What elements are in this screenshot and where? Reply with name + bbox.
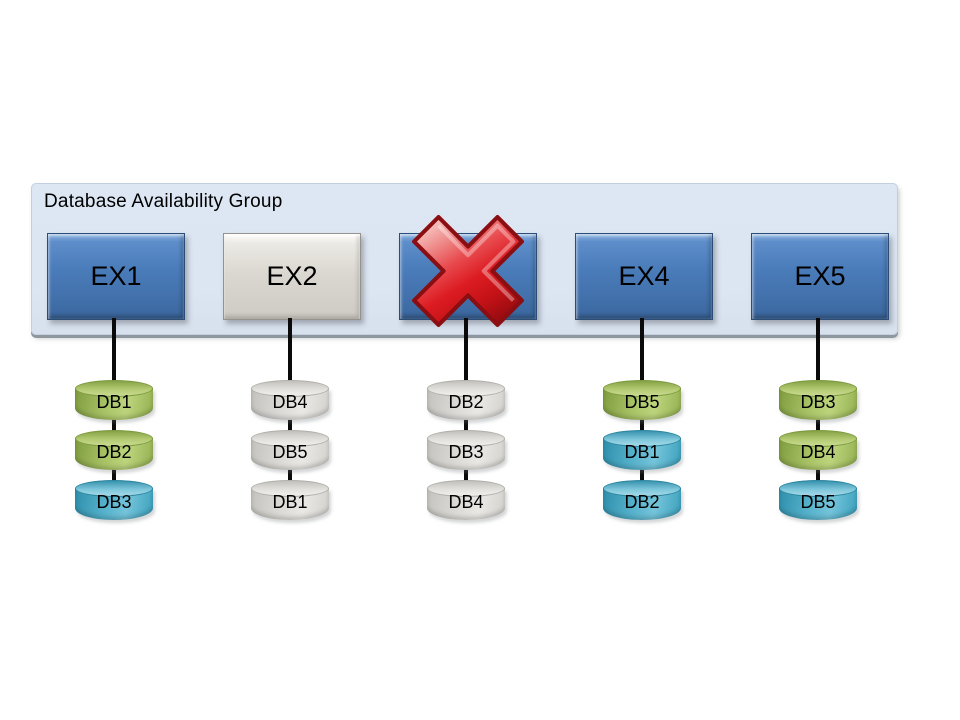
database-cylinder: DB3 [779, 380, 857, 420]
red-x-icon [412, 215, 524, 327]
database-label: DB2 [96, 442, 132, 462]
server-label: EX4 [618, 261, 670, 291]
cylinder-top-ellipse [251, 380, 329, 397]
cylinder-top-ellipse [75, 430, 153, 447]
database-label: DB4 [272, 392, 308, 412]
database-label: DB3 [96, 492, 132, 512]
database-cylinder: DB3 [427, 430, 505, 470]
server-column-3: DB2 DB3 DB4 [427, 318, 505, 523]
database-cylinder: DB4 [427, 480, 505, 520]
dag-container: Database Availability Group EX1 EX2 EX4 … [31, 183, 898, 335]
server-column-4: DB5 DB1 DB2 [603, 318, 681, 523]
cylinder-top-ellipse [427, 380, 505, 397]
database-cylinder: DB1 [75, 380, 153, 420]
database-label: DB2 [624, 492, 660, 512]
database-label: DB5 [272, 442, 308, 462]
database-cylinder: DB5 [779, 480, 857, 520]
database-label: DB4 [800, 442, 836, 462]
dag-title: Database Availability Group [44, 191, 283, 212]
server-label: EX1 [90, 261, 142, 291]
cylinder-top-ellipse [779, 480, 857, 497]
cylinder-top-ellipse [603, 430, 681, 447]
cylinder-top-ellipse [427, 480, 505, 497]
database-cylinder: DB2 [427, 380, 505, 420]
cylinder-top-ellipse [75, 380, 153, 397]
database-label: DB1 [272, 492, 308, 512]
database-cylinder: DB2 [603, 480, 681, 520]
server-label: EX2 [266, 261, 318, 291]
server-column-2: DB4 DB5 DB1 [251, 318, 329, 523]
database-cylinder: DB5 [603, 380, 681, 420]
cylinder-top-ellipse [603, 480, 681, 497]
cylinder-top-ellipse [779, 430, 857, 447]
cylinder-top-ellipse [251, 480, 329, 497]
database-cylinder: DB2 [75, 430, 153, 470]
database-label: DB5 [800, 492, 836, 512]
database-cylinder: DB1 [251, 480, 329, 520]
database-label: DB2 [448, 392, 484, 412]
server-box-ex4: EX4 [575, 233, 713, 320]
database-label: DB1 [96, 392, 132, 412]
database-cylinder: DB4 [251, 380, 329, 420]
server-column-5: DB3 DB4 DB5 [779, 318, 857, 523]
cylinder-top-ellipse [251, 430, 329, 447]
database-label: DB4 [448, 492, 484, 512]
server-box-ex2: EX2 [223, 233, 361, 320]
cylinder-top-ellipse [779, 380, 857, 397]
server-box-ex1: EX1 [47, 233, 185, 320]
database-cylinder: DB3 [75, 480, 153, 520]
database-label: DB1 [624, 442, 660, 462]
database-cylinder: DB1 [603, 430, 681, 470]
database-cylinder: DB5 [251, 430, 329, 470]
database-label: DB3 [800, 392, 836, 412]
database-cylinder: DB4 [779, 430, 857, 470]
server-box-ex5: EX5 [751, 233, 889, 320]
database-label: DB3 [448, 442, 484, 462]
database-label: DB5 [624, 392, 660, 412]
cylinder-top-ellipse [75, 480, 153, 497]
cylinder-top-ellipse [603, 380, 681, 397]
cylinder-top-ellipse [427, 430, 505, 447]
server-label: EX5 [794, 261, 846, 291]
server-column-1: DB1 DB2 DB3 [75, 318, 153, 523]
